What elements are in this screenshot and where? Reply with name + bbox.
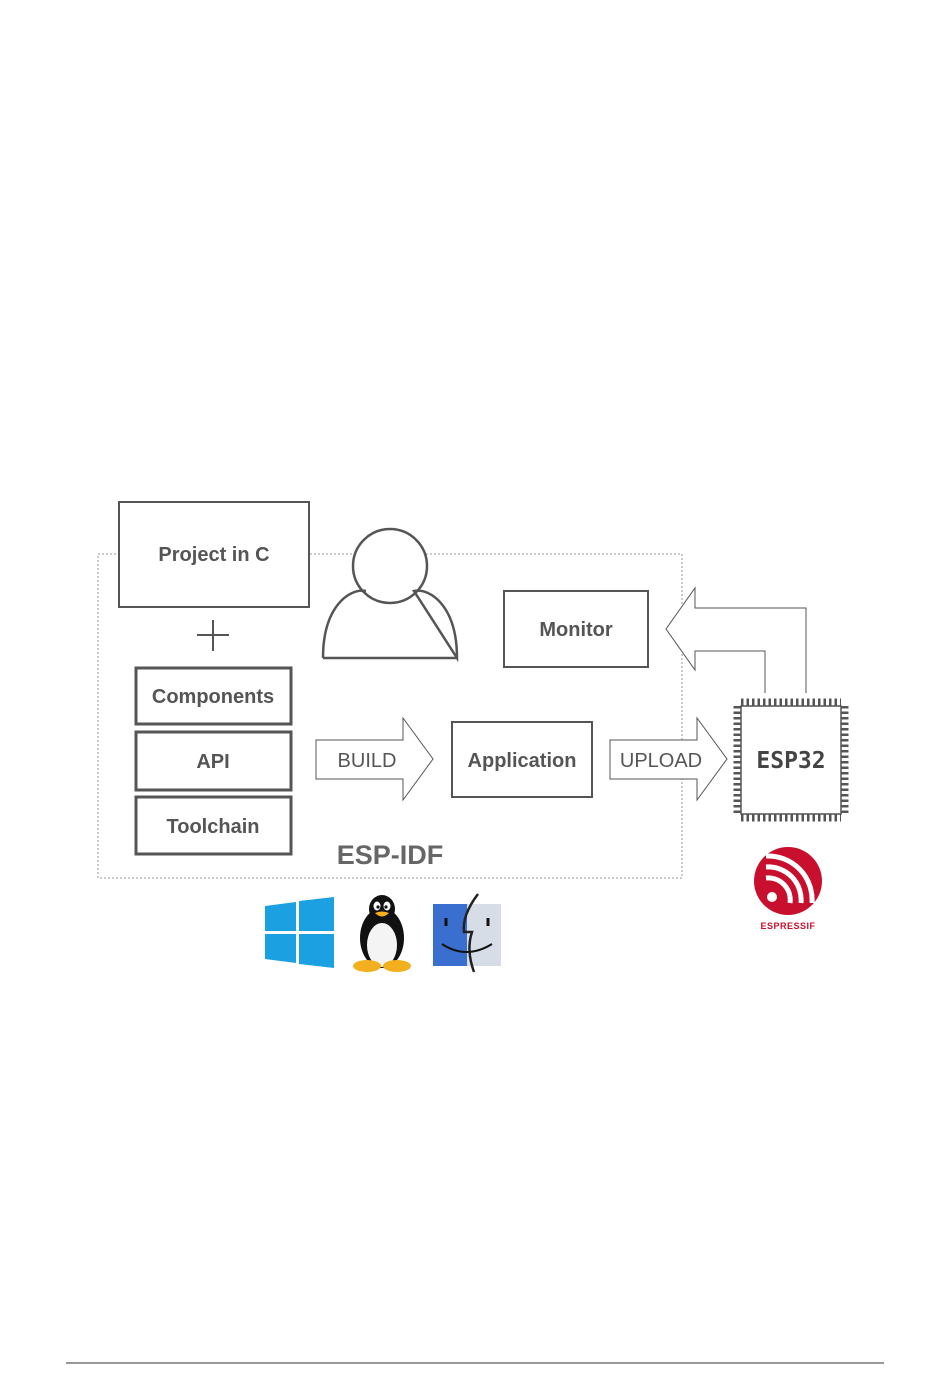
espressif-brand-label: ESPRESSIF [760, 921, 815, 931]
macos-finder-icon [433, 894, 501, 972]
toolchain-box: Toolchain [136, 797, 291, 854]
application-box: Application [452, 722, 592, 797]
api-label: API [196, 751, 229, 773]
application-label: Application [468, 750, 577, 772]
components-label: Components [152, 686, 274, 708]
monitor-feedback-arrow [666, 588, 806, 693]
esp-idf-label: ESP-IDF [337, 840, 444, 870]
toolchain-label: Toolchain [167, 816, 260, 838]
esp32-label: ESP32 [756, 748, 825, 774]
plus-sign [197, 620, 229, 651]
build-arrow: BUILD [316, 718, 433, 800]
monitor-box: Monitor [504, 591, 648, 667]
components-box: Components [136, 668, 291, 724]
monitor-label: Monitor [539, 619, 613, 641]
windows-icon [265, 897, 334, 968]
project-in-c-box: Project in C [119, 502, 309, 607]
upload-label: UPLOAD [620, 750, 702, 772]
espressif-logo-icon: ESPRESSIF [754, 847, 822, 931]
esp32-chip: ESP32 [737, 702, 845, 818]
api-box: API [136, 732, 291, 790]
linux-tux-icon [353, 895, 411, 972]
project-in-c-label: Project in C [158, 544, 269, 566]
build-label: BUILD [338, 750, 397, 772]
user-icon [323, 529, 457, 658]
upload-arrow: UPLOAD [610, 718, 727, 800]
